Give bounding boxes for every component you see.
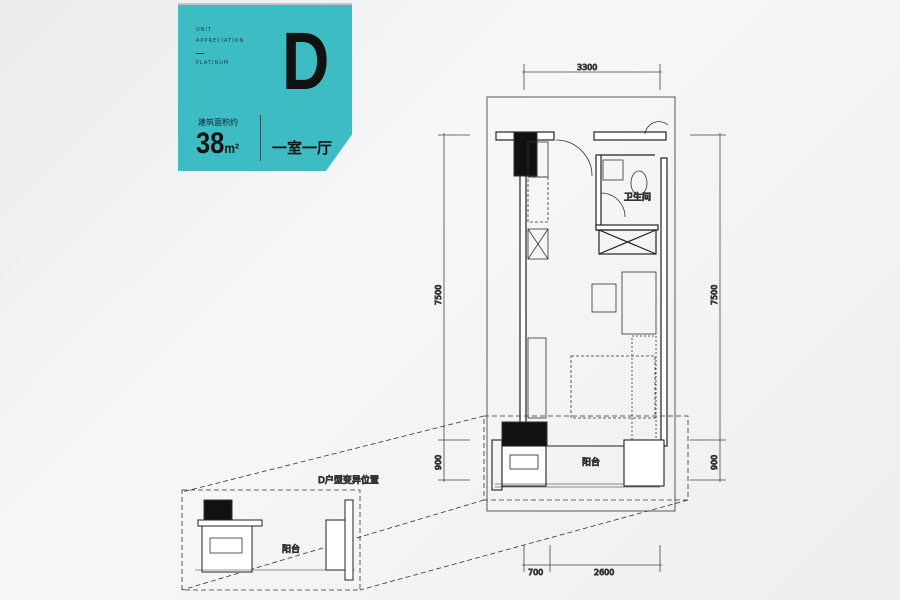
inset-balcony-label: 阳台 — [282, 543, 300, 555]
walls — [495, 131, 668, 447]
divider — [260, 115, 261, 161]
dim-left-balcony: 900 — [434, 455, 443, 470]
table — [591, 283, 617, 313]
platinum-text: PLATINUM — [196, 60, 230, 66]
column — [513, 131, 538, 177]
balcony-label: 阳台 — [582, 456, 600, 468]
toilet — [630, 170, 648, 196]
area-label: 建筑面积约 — [198, 118, 238, 127]
unit-letter: D — [282, 16, 330, 107]
sink — [602, 159, 624, 181]
divider — [196, 53, 204, 54]
dim-left-main: 7500 — [434, 285, 443, 305]
dim-top: 3300 — [577, 63, 597, 72]
layout-type: 一室一厅 — [272, 139, 333, 157]
dim-bottom-left: 700 — [528, 568, 543, 577]
entry-door — [555, 139, 593, 177]
unit-text: UNIT — [196, 27, 212, 33]
bathroom-label: 卫生间 — [624, 191, 651, 203]
dim-bottom-right: 2600 — [594, 568, 614, 577]
area-value: 38m² — [196, 127, 239, 160]
bathroom-door — [600, 192, 626, 218]
balcony — [491, 439, 665, 491]
door — [644, 121, 669, 135]
dimension-lines — [438, 64, 726, 572]
variation-inset — [181, 489, 361, 591]
kitchen-counter — [527, 141, 549, 419]
column — [501, 421, 548, 447]
dim-right-balcony: 900 — [710, 455, 719, 470]
bed — [570, 355, 656, 419]
wardrobe — [631, 335, 657, 447]
appreciation-text: APPRECIATION — [196, 38, 245, 44]
inset-title: D户型变异位置 — [318, 474, 379, 486]
dim-right-main: 7500 — [710, 285, 719, 305]
site-boundary — [486, 96, 676, 512]
sofa — [621, 271, 657, 335]
unit-card: UNIT APPRECIATION PLATINUM D 建筑面积约 38m² … — [178, 5, 352, 171]
